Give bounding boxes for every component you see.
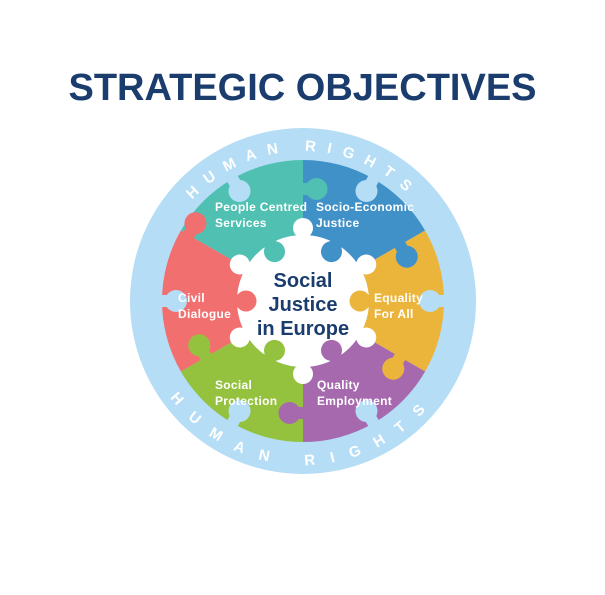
ring-tab-blue-icon (355, 172, 380, 203)
ring-tab-teal-icon (226, 172, 251, 203)
piece-civil-dialogue (162, 230, 246, 372)
center-tab-red-icon (234, 290, 257, 312)
center-label-line2: Justice (269, 294, 338, 316)
connector-tab-blue-to-yellow-icon (393, 238, 418, 268)
center-tab-blue-icon (321, 239, 342, 263)
piece-equality-for-all (360, 230, 444, 372)
connector-tab-purple-to-green-icon (278, 402, 307, 424)
ring-tab-yellow-icon (419, 290, 450, 312)
ring-tab-green-icon (226, 399, 251, 430)
page-title: STRATEGIC OBJECTIVES (68, 67, 537, 109)
label-socio-economic-justice-line1: Socio-Economic (316, 200, 414, 214)
label-socio-economic-justice-line2: Justice (316, 216, 359, 230)
label-equality-for-all-line2: For All (374, 307, 414, 321)
label-quality-employment-line2: Employment (317, 394, 392, 408)
ring-tab-red-icon (156, 290, 187, 312)
label-people-centred-services-line2: Services (215, 216, 267, 230)
label-quality-employment-line1: Quality (317, 378, 360, 392)
label-civil-dialogue-line2: Dialogue (178, 307, 231, 321)
center-circle (237, 235, 369, 367)
center-tab-yellow-icon (349, 290, 372, 312)
label-equality-for-all-line1: Equality (374, 291, 423, 305)
connector-tab-yellow-to-purple-icon (382, 350, 407, 380)
center-tab-purple-icon (320, 339, 342, 363)
connector-tab-teal-to-blue-icon (299, 178, 328, 200)
label-social-protection-line2: Protection (215, 394, 277, 408)
label-civil-dialogue-line1: Civil (178, 291, 205, 305)
connector-tab-green-to-red-icon (188, 334, 213, 364)
center-label-line1: Social (274, 270, 333, 292)
ring-tab-purple-icon (355, 399, 380, 430)
center-tab-green-icon (264, 339, 286, 363)
center-scallops (229, 218, 377, 384)
label-people-centred-services-line1: People Centred (215, 200, 307, 214)
label-social-protection-line1: Social (215, 378, 252, 392)
connector-tab-red-to-teal-icon (181, 212, 207, 242)
center-tab-teal-icon (264, 239, 286, 263)
center-label-line3: in Europe (257, 318, 349, 340)
